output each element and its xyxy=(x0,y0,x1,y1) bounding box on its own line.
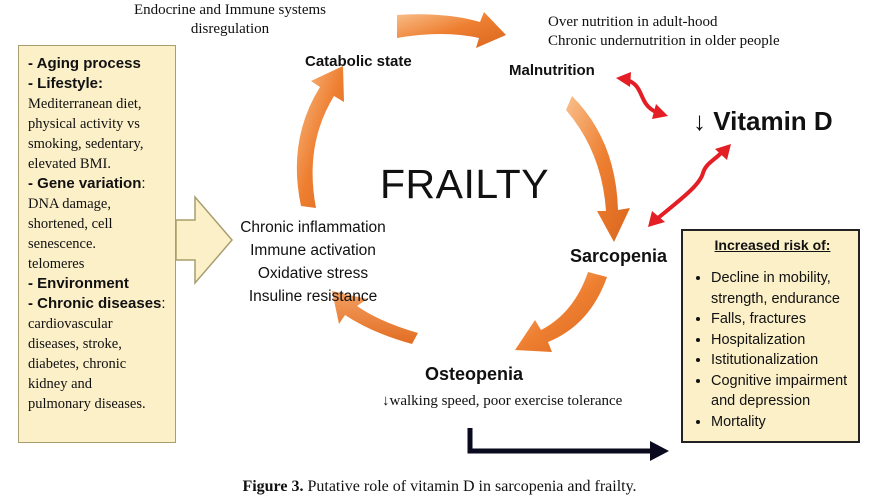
vitamin-d-label: ↓ Vitamin D xyxy=(693,106,833,137)
arrow-left xyxy=(296,66,344,208)
risk-factor-detail: Mediterranean diet, xyxy=(28,96,142,112)
vitamin-d-text: Vitamin D xyxy=(713,106,833,136)
outcome-item: Cognitive impairment and depression xyxy=(711,371,854,412)
risk-factor-heading: - Aging process xyxy=(28,55,141,72)
mechanism-item: Chronic inflammation xyxy=(240,219,386,236)
nutrition-line-1: Over nutrition in adult-hood xyxy=(548,14,718,30)
risk-factor-detail: diseases, stroke, xyxy=(28,336,122,352)
risk-factors-box: - Aging process - Lifestyle: Mediterrane… xyxy=(18,45,176,443)
walking-speed-note: ↓walking speed, poor exercise tolerance xyxy=(382,393,623,409)
risk-factor-detail: physical activity vs xyxy=(28,116,140,132)
node-malnutrition: Malnutrition xyxy=(509,62,595,79)
risk-factor-detail: senescence. xyxy=(28,236,97,252)
risk-factor-detail: elevated BMI. xyxy=(28,156,111,172)
outcome-arrow xyxy=(467,428,669,461)
vitamin-d-arrow-upper xyxy=(616,72,668,119)
risk-factor-colon: : xyxy=(141,175,146,192)
risk-factor-colon: : xyxy=(161,295,166,312)
node-sarcopenia: Sarcopenia xyxy=(570,246,668,266)
risk-factor-detail: DNA damage, xyxy=(28,196,111,212)
risk-factor-heading: - Lifestyle: xyxy=(28,75,104,92)
risk-factor-detail: cardiovascular xyxy=(28,316,113,332)
risk-factors-arrow xyxy=(175,194,233,286)
vitamin-d-arrow-lower xyxy=(648,144,731,227)
risk-factor-detail: telomeres xyxy=(28,256,85,272)
risk-factor-heading: - Environment xyxy=(28,275,129,292)
risk-factor-heading-text: - Gene variation xyxy=(28,175,142,192)
outcome-item: Istitutionalization xyxy=(711,350,854,371)
risk-factor-heading-text: - Chronic diseases xyxy=(28,295,162,312)
outcome-item: Mortality xyxy=(711,412,854,433)
outcome-item: Decline in mobility, strength, endurance xyxy=(711,268,854,309)
arrow-top xyxy=(397,12,506,48)
dysregulation-line-1: Endocrine and Immune systems xyxy=(133,2,327,18)
nutrition-line-2: Chronic undernutrition in older people xyxy=(548,33,780,49)
mechanisms-list: Chronic inflammation Immune activation O… xyxy=(228,216,398,308)
down-arrow-icon: ↓ xyxy=(693,106,706,136)
arrow-left-bottom xyxy=(332,291,418,344)
node-osteopenia: Osteopenia xyxy=(425,364,524,384)
dysregulation-note: Endocrine and Immune systems disregulati… xyxy=(100,1,360,39)
nutrition-note: Over nutrition in adult-hood Chronic und… xyxy=(548,13,878,51)
outcome-item: Falls, fractures xyxy=(711,309,854,330)
risk-factor-detail: smoking, sedentary, xyxy=(28,136,144,152)
risk-factor-heading: - Chronic diseases: xyxy=(28,294,169,314)
mechanism-item: Immune activation xyxy=(250,242,376,259)
outcomes-box: Increased risk of: Decline in mobility, … xyxy=(681,229,860,443)
outcomes-list: Decline in mobility, strength, endurance… xyxy=(691,268,854,432)
outcome-item: Hospitalization xyxy=(711,330,854,351)
arrow-bottom xyxy=(515,272,607,352)
caption-label: Figure 3. xyxy=(242,478,304,495)
caption-text: Putative role of vitamin D in sarcopenia… xyxy=(303,478,637,495)
dysregulation-line-2: disregulation xyxy=(190,21,270,37)
arrow-right xyxy=(566,96,630,242)
risk-factor-heading: - Gene variation: xyxy=(28,174,169,194)
frailty-title: FRAILTY xyxy=(380,161,550,207)
outcomes-title: Increased risk of: xyxy=(714,237,831,253)
node-catabolic-state: Catabolic state xyxy=(305,53,412,70)
risk-factor-detail: pulmonary diseases. xyxy=(28,396,146,412)
risk-factor-detail: kidney and xyxy=(28,376,93,392)
risk-factor-detail: shortened, cell xyxy=(28,216,113,232)
mechanism-item: Insuline resistance xyxy=(248,288,378,305)
figure-caption: Figure 3. Putative role of vitamin D in … xyxy=(0,478,879,496)
risk-factor-detail: diabetes, chronic xyxy=(28,356,127,372)
mechanism-item: Oxidative stress xyxy=(257,265,369,282)
